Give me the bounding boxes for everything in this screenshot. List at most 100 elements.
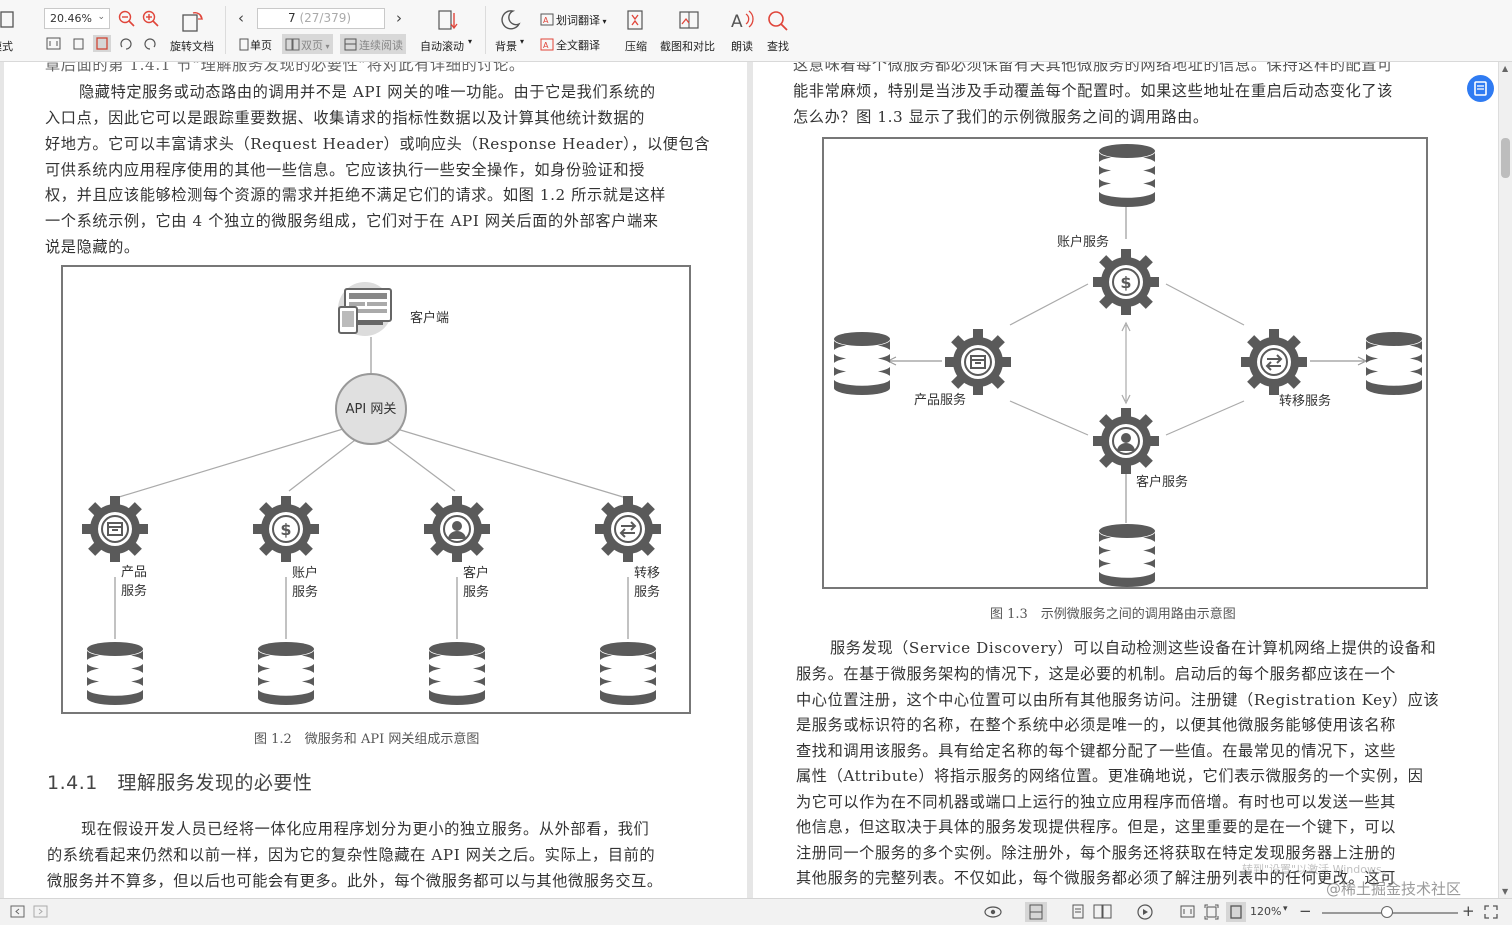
continuous-label: 连续阅读 — [359, 39, 403, 52]
product-service-label: 产品服务 — [914, 393, 967, 408]
paragraph-line: 注册同一个服务的多个实例。除注册外，每个服务还将获取在特定发现服务器上注册的 — [796, 844, 1396, 862]
background-label[interactable]: 背景 — [495, 40, 517, 53]
fit-page-icon[interactable] — [1204, 904, 1220, 920]
right-page: 这意味着每个微服务都必须保留有关其他微服务的网络地址的信息。保持这样的配置可 能… — [753, 62, 1498, 898]
status-zoom-value[interactable]: 120% — [1250, 905, 1282, 918]
caret-down-icon: ▾ — [520, 37, 525, 46]
screenshot-compare-label[interactable]: 截图和对比 — [660, 40, 715, 53]
database-icon — [1365, 331, 1423, 395]
autoscroll-icon[interactable] — [436, 9, 458, 33]
paragraph-line: 隐藏特定服务或动态路由的调用并不是 API 网关的唯一功能。由于它是我们系统的 — [79, 83, 656, 101]
word-translate-label: 划词翻译 — [556, 14, 600, 27]
paragraph-line: 属性（Attribute）将指示服务的网络位置。更准确地说，它们表示微服务的一个… — [796, 767, 1424, 785]
zoom-out-icon[interactable] — [118, 10, 136, 28]
double-page-button[interactable]: 双页 ▾ — [282, 34, 333, 54]
scroll-up-arrow[interactable]: ▲ — [1502, 64, 1509, 73]
eye-care-icon[interactable] — [983, 904, 1003, 920]
customer-service-gear-icon — [1093, 408, 1159, 474]
read-aloud-icon[interactable]: A — [729, 8, 755, 32]
compress-icon[interactable] — [624, 9, 648, 33]
continuous-reading-button[interactable]: 连续阅读 — [340, 34, 406, 54]
zoom-in-icon[interactable] — [142, 10, 160, 28]
transfer-service-gear-icon — [595, 496, 661, 562]
paragraph-line: 说是隐藏的。 — [45, 238, 140, 256]
paragraph-line: 这意味着每个微服务都必须保留有关其他微服务的网络地址的信息。保持这样的配置可 — [793, 62, 1393, 74]
rotate-right-icon[interactable] — [142, 37, 158, 51]
find-label[interactable]: 查找 — [767, 40, 789, 53]
double-page-label: 双页 — [301, 39, 323, 52]
paragraph-line: 服务发现（Service Discovery）可以自动检测这些设备在计算机网络上… — [830, 639, 1437, 657]
rotate-left-icon[interactable] — [118, 37, 134, 51]
scroll-down-arrow[interactable]: ▼ — [1502, 887, 1509, 896]
paragraph-line: 为它可以作为在不同机器或端口上运行的独立应用程序而倍增。有时也可以发送一些其 — [796, 793, 1396, 811]
moon-icon[interactable] — [498, 8, 522, 32]
fit-width-icon[interactable] — [1180, 905, 1196, 919]
read-mode-icon[interactable] — [0, 10, 16, 30]
scrollbar-thumb[interactable] — [1501, 138, 1510, 178]
expand-right-panel-icon[interactable] — [33, 905, 49, 919]
watermark: @稀土掘金技术社区 — [1326, 880, 1462, 898]
top-cut-line: 章后面的第 1.4.1 节“理解服务发现的必要性”将对此有详细的讨论。 — [45, 62, 525, 74]
autoscroll-label[interactable]: 自动滚动 — [420, 40, 464, 53]
api-gateway-label: API 网关 — [345, 402, 397, 417]
database-icon — [1098, 143, 1156, 207]
single-page-button[interactable]: 单页 — [235, 34, 275, 54]
actual-size-icon[interactable] — [93, 35, 111, 52]
continuous-mode-icon[interactable] — [1025, 902, 1047, 922]
read-mode-label[interactable]: 读模式 — [0, 40, 13, 53]
client-label: 客户端 — [410, 311, 450, 326]
figure-1-3: 账户服务 $ 产品服务 转移服务 客户服务 — [822, 137, 1428, 589]
zoom-in-button[interactable]: + — [1462, 902, 1475, 920]
read-aloud-label[interactable]: 朗读 — [731, 40, 753, 53]
caret-down-icon: ▾ — [468, 37, 473, 46]
paragraph-line: 现在假设开发人员已经将一体化应用程序划分为更小的独立服务。从外部看，我们 — [81, 820, 650, 838]
paragraph-line: 能非常麻烦，特别是当涉及手动覆盖每个配置时。如果这些地址在重启后动态变化了该 — [793, 82, 1393, 100]
figure-1-2: 客户端 API 网关 $ 产品服务 账户服务 客户服务 转移服务 — [61, 265, 691, 714]
fullscreen-icon[interactable] — [1484, 905, 1498, 919]
divider — [485, 6, 486, 54]
rotate-document-icon[interactable] — [180, 9, 206, 33]
caret-down-icon: ▾ — [323, 42, 330, 51]
zoom-slider-thumb[interactable] — [1381, 906, 1393, 918]
service-label: 客户服务 — [463, 566, 490, 600]
paragraph-line: 入口点，因此它可以是跟踪重要数据、收集请求的指标性数据以及计算其他统计数据的 — [45, 109, 645, 127]
product-service-gear-icon — [82, 496, 148, 562]
chevron-down-icon[interactable]: ▾ — [1283, 904, 1288, 914]
left-page: 章后面的第 1.4.1 节“理解服务发现的必要性”将对此有详细的讨论。 隐藏特定… — [4, 62, 747, 898]
paragraph-line: 好地方。它可以丰富请求头（Request Header）或响应头（Respons… — [45, 135, 711, 153]
windows-activation-notice: 转到"设置"以激活 Windows。 — [1242, 863, 1393, 876]
paragraph-line: 中心位置注册，这个中心位置可以由所有其他服务访问。注册键（Registratio… — [796, 691, 1440, 709]
actual-size-icon[interactable] — [1226, 902, 1246, 922]
client-computer-icon — [338, 282, 392, 336]
paragraph-line: 服务。在基于微服务架构的情况下，这是必要的机制。启动后的每个服务都应该在一个 — [796, 665, 1396, 683]
account-service-gear-icon: $ — [253, 496, 319, 562]
next-page-icon[interactable]: › — [396, 9, 402, 27]
double-page-mode-icon[interactable] — [1093, 904, 1113, 920]
prev-page-icon[interactable]: ‹ — [238, 9, 244, 27]
play-icon[interactable] — [1137, 904, 1155, 922]
screenshot-compare-icon[interactable] — [677, 9, 703, 33]
single-page-mode-icon[interactable] — [1070, 904, 1086, 920]
zoom-out-button[interactable]: − — [1299, 902, 1312, 920]
page-total: (27/379) — [299, 11, 352, 25]
floating-tool-button[interactable] — [1467, 75, 1494, 102]
fit-page-icon[interactable] — [71, 37, 87, 51]
zoom-select[interactable]: 20.46%⌄ — [44, 8, 110, 29]
search-icon[interactable] — [766, 9, 790, 33]
document-viewport[interactable]: 章后面的第 1.4.1 节“理解服务发现的必要性”将对此有详细的讨论。 隐藏特定… — [0, 62, 1498, 898]
status-bar: 120% ▾ − + — [0, 898, 1512, 925]
fit-width-icon[interactable] — [46, 37, 62, 51]
collapse-left-panel-icon[interactable] — [10, 905, 26, 919]
paragraph-line: 怎么办？图 1.3 显示了我们的示例微服务之间的调用路由。 — [793, 108, 1209, 126]
document-convert-icon — [1474, 81, 1487, 96]
page-number-input[interactable]: 7 (27/379) — [257, 8, 385, 29]
vertical-scrollbar[interactable]: ▲ ▼ — [1498, 62, 1512, 898]
compress-label[interactable]: 压缩 — [625, 40, 647, 53]
rotate-document-label[interactable]: 旋转文档 — [170, 40, 214, 53]
transfer-service-gear-icon — [1241, 329, 1307, 395]
service-label: 产品服务 — [121, 565, 148, 599]
full-translate-label: 全文翻译 — [556, 39, 600, 52]
paragraph-line: 权，并且应该能够检测每个资源的需求并拒绝不满足它们的请求。如图 1.2 所示就是… — [45, 186, 666, 204]
